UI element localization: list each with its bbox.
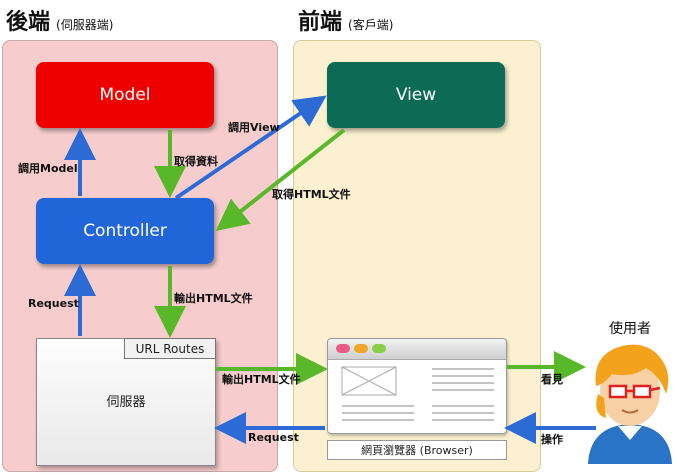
model-node: Model [36, 62, 214, 128]
arrow-get-html [215, 128, 346, 231]
browser-close-dot [336, 344, 350, 353]
backend-title-text: 後端 [6, 10, 51, 35]
view-node: View [327, 62, 505, 128]
backend-subtitle: (伺服器端) [56, 18, 114, 32]
view-label: View [395, 85, 437, 105]
label-output-html-browser: 輸出HTML文件 [222, 373, 301, 386]
label-get-data: 取得資料 [174, 155, 218, 168]
label-request-browser: Request [248, 431, 299, 444]
user-icon [588, 344, 672, 464]
user-label: 使用者 [609, 321, 651, 337]
label-operate: 操作 [541, 433, 563, 446]
frontend-title: 前端 (客戶端) [298, 4, 393, 36]
browser-caption: 網頁瀏覽器 (Browser) [327, 440, 507, 460]
model-label: Model [99, 85, 151, 105]
browser-window [327, 338, 507, 434]
frontend-subtitle: (客戶端) [348, 18, 394, 32]
label-get-html: 取得HTML文件 [272, 188, 351, 201]
label-call-view: 調用View [228, 121, 280, 134]
server-label: 伺服器 [106, 395, 146, 410]
label-output-html-controller: 輸出HTML文件 [174, 292, 253, 305]
controller-node: Controller [36, 198, 214, 264]
browser-maximize-dot [372, 344, 386, 353]
label-see: 看見 [541, 373, 563, 386]
image-placeholder-diag-2 [341, 366, 397, 396]
label-request-server: Request [28, 297, 79, 310]
frontend-title-text: 前端 [298, 10, 343, 35]
url-routes-tab: URL Routes [124, 338, 216, 359]
url-routes-label: URL Routes [135, 341, 205, 356]
label-call-model: 調用Model [18, 162, 78, 175]
browser-content-wireframe [341, 366, 494, 421]
arrow-call-view [174, 95, 327, 200]
controller-label: Controller [83, 221, 167, 241]
text-lines [342, 368, 494, 421]
server-node: 伺服器 [36, 338, 216, 466]
browser-title-bar [328, 339, 506, 360]
browser-minimize-dot [354, 344, 368, 353]
backend-title: 後端 (伺服器端) [6, 4, 113, 36]
browser-label: 網頁瀏覽器 (Browser) [361, 444, 473, 457]
image-placeholder [341, 366, 397, 396]
